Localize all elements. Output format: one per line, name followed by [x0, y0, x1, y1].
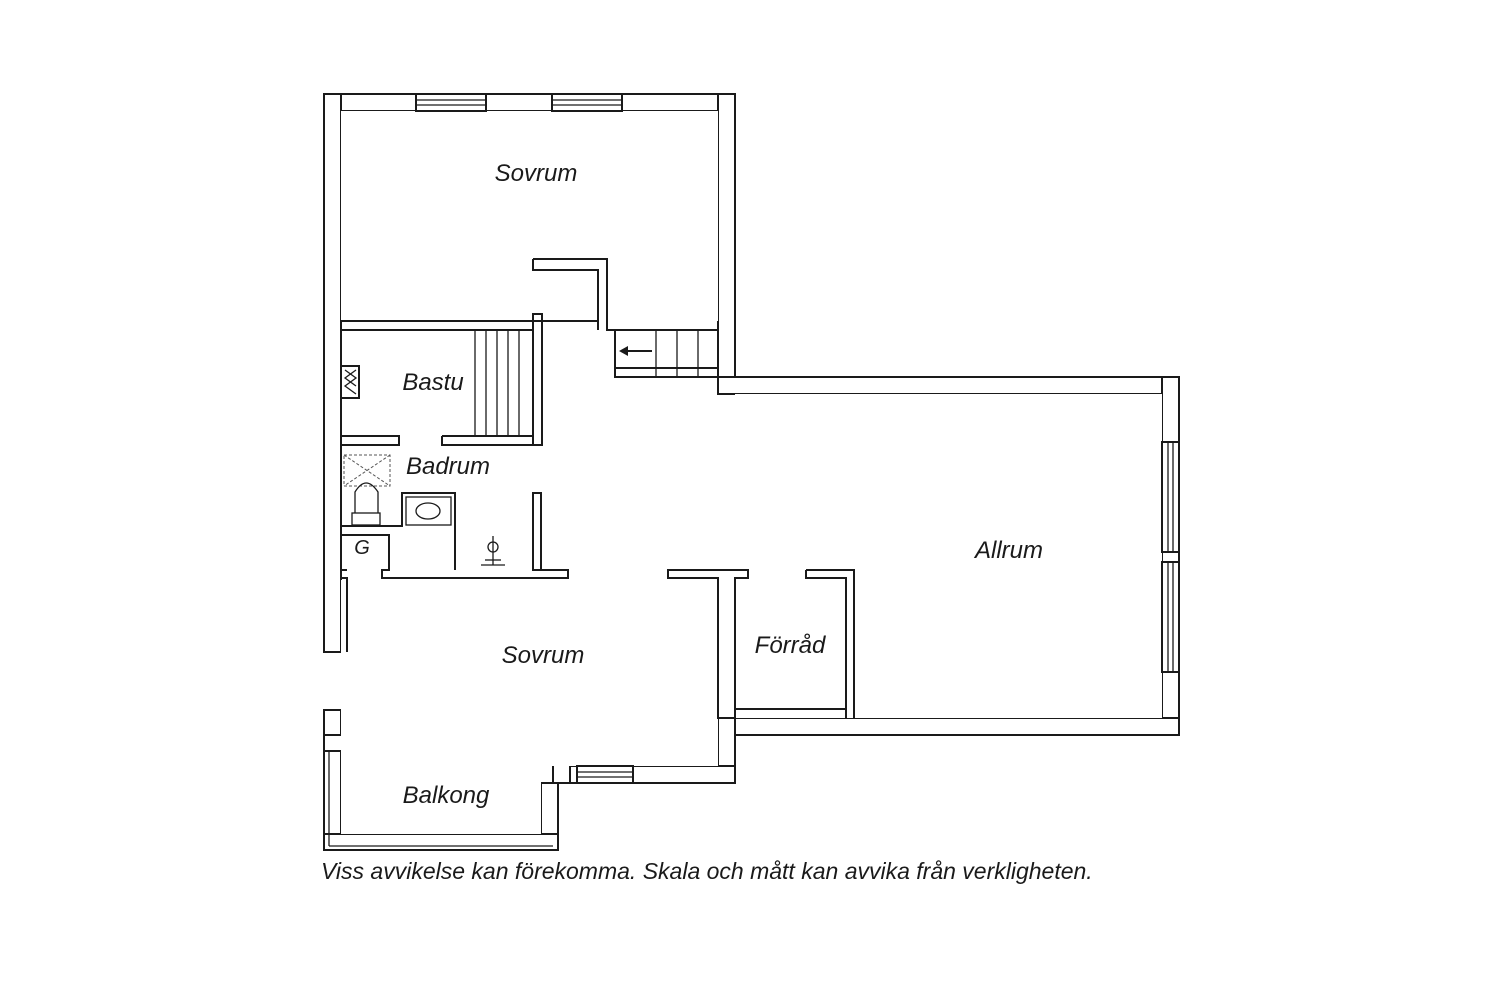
shower-icon	[343, 454, 391, 487]
toilet-icon	[351, 482, 381, 526]
room-label-bastu: Bastu	[402, 369, 463, 396]
sauna-stove-icon	[340, 365, 360, 399]
wall-bottom	[632, 765, 736, 784]
wall-allrum-right	[1161, 376, 1180, 736]
disclaimer-text: Viss avvikelse kan förekomma. Skala och …	[321, 858, 1093, 884]
room-label-sovrum-top: Sovrum	[495, 160, 578, 187]
room-label-forrad: Förråd	[755, 632, 826, 659]
wall-allrum-bottom	[717, 717, 1180, 736]
wall-balkong-left	[323, 709, 342, 851]
windows	[328, 93, 1180, 847]
drain-icon	[481, 536, 505, 566]
wall-top-right	[717, 93, 736, 395]
interior-fill	[341, 111, 1162, 834]
sink-icon	[405, 496, 452, 526]
stair-arrow-icon	[619, 346, 652, 356]
room-label-badrum: Badrum	[406, 453, 490, 480]
room-label-g: G	[354, 537, 370, 559]
wall-top	[323, 93, 736, 112]
wall-left	[323, 93, 342, 653]
wall-balkong-bottom	[323, 833, 559, 851]
wall-allrum-top	[717, 376, 1180, 395]
room-label-balkong: Balkong	[403, 782, 490, 809]
room-label-allrum: Allrum	[973, 537, 1043, 564]
interior-walls	[340, 258, 855, 719]
room-label-sovrum-bottom: Sovrum	[502, 642, 585, 669]
room-labels: Sovrum Bastu Badrum G Allrum Förråd Sovr…	[354, 160, 1043, 809]
